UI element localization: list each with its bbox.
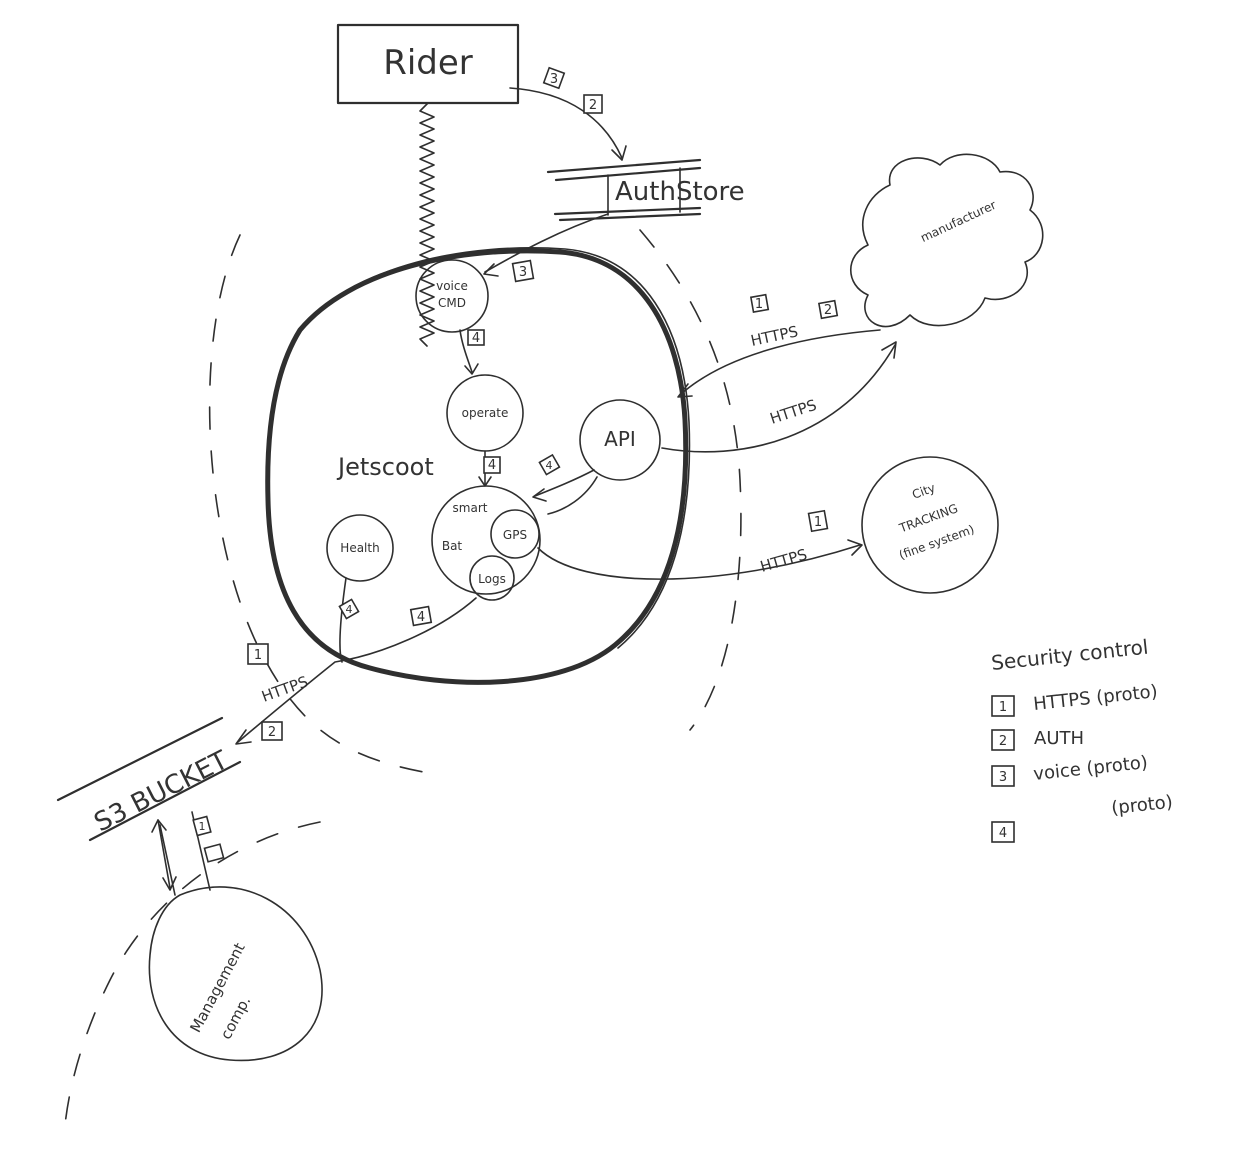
svg-text:comp.: comp. — [217, 993, 255, 1042]
svg-text:HTTPS: HTTPS — [259, 672, 310, 705]
svg-text:smart: smart — [453, 501, 488, 515]
s3-bucket-store: S3 BUCKET — [56, 716, 242, 842]
svg-text:1: 1 — [814, 515, 822, 530]
badge-city: 1 — [807, 509, 829, 533]
management-comp-entity: Management comp. — [148, 886, 323, 1062]
logs-process: Logs — [469, 555, 515, 601]
svg-text:4: 4 — [346, 603, 353, 616]
badge-mfr-1: 1 — [749, 293, 770, 314]
svg-text:1: 1 — [755, 297, 763, 312]
auth-voice-arrow — [483, 213, 609, 277]
svg-text:2: 2 — [589, 98, 597, 113]
badge-s3-1: 1 — [247, 643, 269, 665]
badge-voice-operate: 4 — [467, 329, 485, 346]
svg-text:Bat: Bat — [442, 539, 463, 553]
trust-boundary-s3 — [64, 821, 321, 1126]
svg-text:HTTPS (proto): HTTPS (proto) — [1032, 681, 1158, 715]
svg-text:HTTPS: HTTPS — [768, 396, 819, 428]
svg-text:1: 1 — [999, 700, 1007, 715]
jetscoot-boundary: Jetscoot — [265, 247, 691, 685]
badge-logs-s3: 4 — [409, 605, 433, 627]
svg-text:3: 3 — [519, 265, 527, 280]
legend-title: Security control — [990, 635, 1149, 675]
badge-api-smart: 4 — [538, 453, 561, 476]
legend-item-4: 4 (proto) — [991, 792, 1174, 843]
s3-https-edge: HTTPS — [259, 672, 310, 705]
gps-process: GPS — [490, 509, 540, 559]
logs-s3-arrow — [235, 597, 477, 745]
trust-boundary-outer — [208, 229, 742, 776]
svg-text:voice: voice — [436, 279, 468, 293]
voice-operate-arrow — [459, 329, 479, 375]
svg-text:1: 1 — [254, 648, 262, 663]
svg-text:4: 4 — [999, 826, 1007, 841]
svg-text:4: 4 — [417, 610, 425, 625]
svg-text:3: 3 — [999, 770, 1007, 785]
badge-s3-2: 2 — [261, 721, 283, 741]
auth-store: AuthStore — [546, 158, 745, 222]
badge-health-s3: 4 — [338, 598, 360, 620]
rider-voice-link — [419, 102, 435, 347]
mfr-https-edge-2: HTTPS — [661, 341, 897, 453]
svg-text:API: API — [604, 427, 636, 451]
svg-text:CMD: CMD — [438, 296, 466, 310]
health-s3-link — [339, 577, 347, 663]
legend: Security control 1 HTTPS (proto) 2 AUTH … — [990, 635, 1174, 843]
svg-text:City: City — [910, 481, 937, 502]
svg-text:HTTPS: HTTPS — [758, 545, 809, 576]
svg-text:GPS: GPS — [503, 528, 527, 542]
svg-text:voice (proto): voice (proto) — [1032, 752, 1148, 785]
svg-text:HTTPS: HTTPS — [749, 322, 800, 350]
auth-store-label: AuthStore — [615, 177, 745, 207]
smart-bat-process: smart Bat — [431, 485, 541, 595]
svg-text:(proto): (proto) — [1110, 792, 1173, 819]
operate-process: operate — [446, 374, 524, 452]
svg-text:4: 4 — [488, 458, 496, 473]
jetscoot-label: Jetscoot — [336, 453, 434, 481]
city-tracking-entity: City TRACKING (fine system) — [861, 456, 999, 594]
badge-operate-smart: 4 — [483, 456, 501, 474]
rider-label: Rider — [383, 43, 473, 83]
badge-auth-voice: 3 — [511, 259, 535, 283]
svg-text:Logs: Logs — [478, 572, 506, 586]
svg-text:manufacturer: manufacturer — [918, 198, 998, 245]
badge-s3-mgmt: 1 — [192, 815, 225, 863]
legend-item-2: 2 AUTH — [991, 728, 1084, 751]
svg-text:1: 1 — [199, 820, 206, 833]
svg-text:4: 4 — [472, 331, 480, 346]
svg-text:4: 4 — [546, 459, 553, 472]
voice-cmd-process: voice CMD — [415, 259, 489, 333]
manufacturer-entity: manufacturer — [850, 153, 1044, 328]
api-process: API — [579, 399, 661, 481]
badge-rider-auth-2: 2 — [583, 94, 603, 114]
svg-text:2: 2 — [824, 303, 832, 318]
badge-rider-auth-3: 3 — [542, 66, 566, 90]
legend-item-1: 1 HTTPS (proto) — [991, 681, 1159, 717]
svg-text:2: 2 — [268, 725, 276, 740]
svg-text:2: 2 — [999, 734, 1007, 749]
rider-entity: Rider — [336, 23, 520, 105]
health-process: Health — [326, 514, 394, 582]
svg-text:operate: operate — [462, 406, 509, 420]
svg-text:Health: Health — [340, 541, 379, 555]
rider-auth-arrow — [509, 87, 627, 161]
legend-item-3: 3 voice (proto) — [991, 752, 1149, 787]
badge-mfr-2: 2 — [817, 299, 839, 320]
mfr-https-edge-1: HTTPS — [677, 322, 881, 398]
api-smart-arrow — [532, 469, 598, 515]
svg-text:3: 3 — [550, 72, 558, 87]
svg-text:AUTH: AUTH — [1034, 728, 1084, 749]
gps-city-https-edge: HTTPS — [537, 539, 863, 580]
